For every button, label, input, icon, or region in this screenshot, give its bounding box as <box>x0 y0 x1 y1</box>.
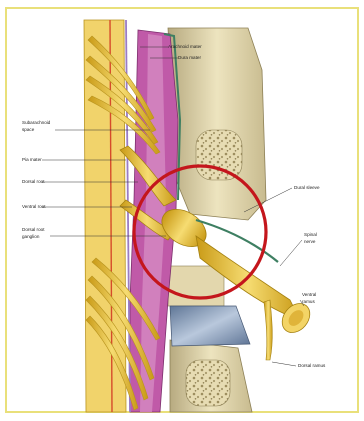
intervertebral-disc <box>170 306 250 346</box>
label-spinal-nerve: Spinal <box>304 232 317 237</box>
label-ventral-ramus: Ventral <box>302 292 316 297</box>
label-dorsal-root-ganglion-line2: ganglion <box>22 234 40 239</box>
label-dorsal-ramus: Dorsal ramus <box>298 363 326 368</box>
label-dorsal-root-ganglion: Dorsal root <box>22 227 45 232</box>
label-subarachnoid-space-line2: space <box>22 127 35 132</box>
label-dural-sleeve: Dural sleeve <box>294 185 320 190</box>
vertebra-middle-segment <box>168 266 224 306</box>
label-subarachnoid-space: Subarachnoid <box>22 120 51 125</box>
vertebral-body-lower-core <box>186 360 230 406</box>
label-ventral-root: Ventral root <box>22 204 46 209</box>
label-dorsal-root: Dorsal root <box>22 179 45 184</box>
label-dura-mater: Dura mater <box>178 55 201 60</box>
label-arachnoid-mater: Arachnoid mater <box>168 44 202 49</box>
label-pia-mater: Pia mater <box>22 157 42 162</box>
vertebral-body-upper-core <box>196 130 242 180</box>
label-spinal-nerve-line2: nerve <box>304 239 316 244</box>
label-ventral-ramus-line2: ramus <box>302 299 315 304</box>
